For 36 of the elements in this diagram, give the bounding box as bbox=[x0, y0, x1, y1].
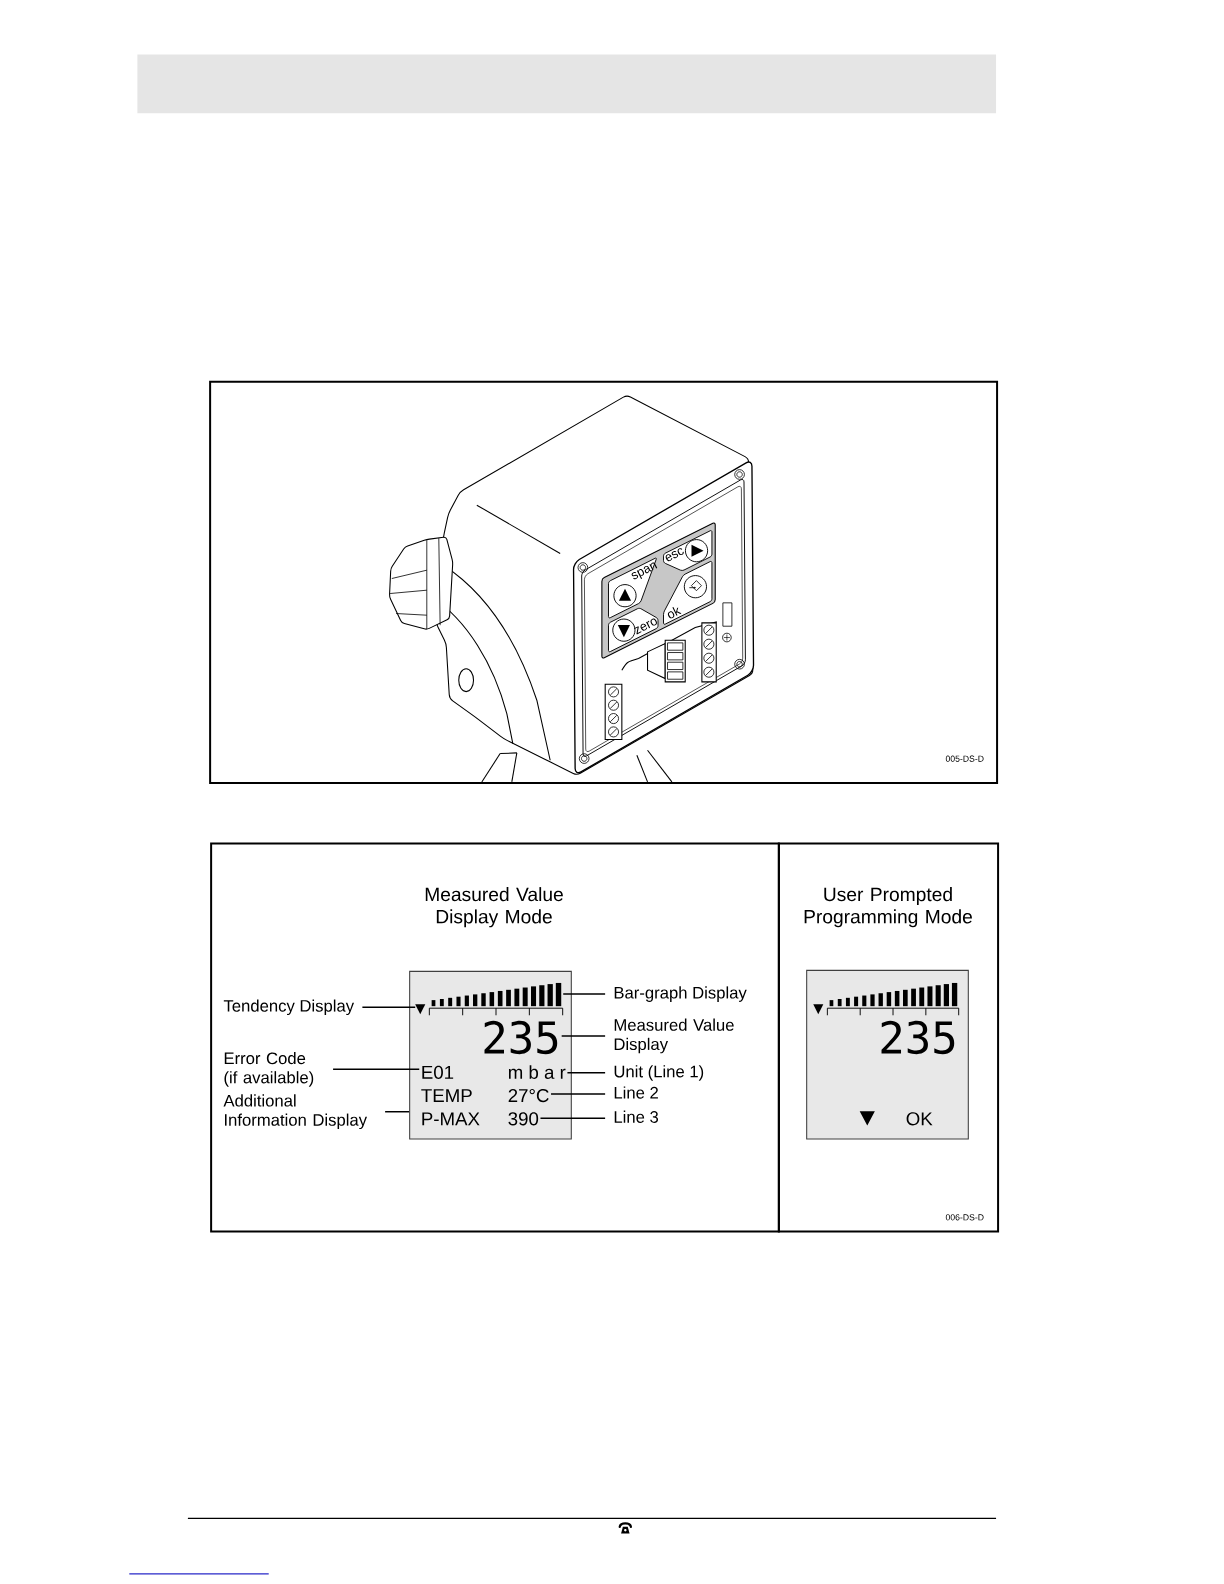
panel-title: Measured Value Display Mode bbox=[425, 887, 563, 928]
leader-line bbox=[566, 1072, 606, 1074]
figure-code: 005-DS-D bbox=[945, 755, 984, 762]
leader-line bbox=[550, 1093, 606, 1095]
leader-line bbox=[560, 1035, 606, 1037]
lcd-digits: 235 bbox=[484, 1020, 558, 1055]
lcd-text: P-MAX bbox=[422, 1112, 480, 1126]
leader-line bbox=[384, 1111, 410, 1113]
callout-label: Tendency Display bbox=[223, 999, 354, 1016]
lcd-digits: 235 bbox=[881, 1020, 955, 1055]
key-label: ok bbox=[667, 607, 682, 619]
key-label: span bbox=[631, 562, 658, 580]
lcd-text: OK bbox=[906, 1112, 933, 1126]
leader-line bbox=[562, 993, 606, 995]
panel-title: User Prompted Programming Mode bbox=[804, 887, 972, 928]
lcd-text: m b a r bbox=[508, 1065, 566, 1079]
bar-graph-drawing bbox=[428, 982, 563, 1016]
figure-code: 006-DS-D bbox=[945, 1214, 984, 1221]
callout-label: Error Code (if available) bbox=[224, 1051, 313, 1087]
callout-label: Bar-graph Display bbox=[614, 986, 747, 1002]
tendency-triangle bbox=[415, 1004, 426, 1015]
leader-line bbox=[361, 1006, 416, 1008]
lcd-text: TEMP bbox=[421, 1089, 472, 1102]
lcd-text: E01 bbox=[422, 1065, 453, 1079]
leader-line bbox=[539, 1117, 606, 1120]
lcd-text: 27°C bbox=[508, 1088, 549, 1103]
callout-label: Measured Value Display bbox=[614, 1018, 734, 1054]
key-label: esc bbox=[665, 548, 684, 562]
key-label: zero bbox=[633, 618, 657, 635]
callout-label: Line 3 bbox=[614, 1110, 658, 1123]
lcd-text: 390 bbox=[508, 1112, 538, 1126]
lcd-display bbox=[408, 970, 572, 1140]
leader-line bbox=[332, 1068, 420, 1071]
callout-label: Additional Information Display bbox=[223, 1094, 367, 1130]
callout-label: Unit (Line 1) bbox=[614, 1065, 703, 1081]
callout-label: Line 2 bbox=[614, 1086, 658, 1099]
